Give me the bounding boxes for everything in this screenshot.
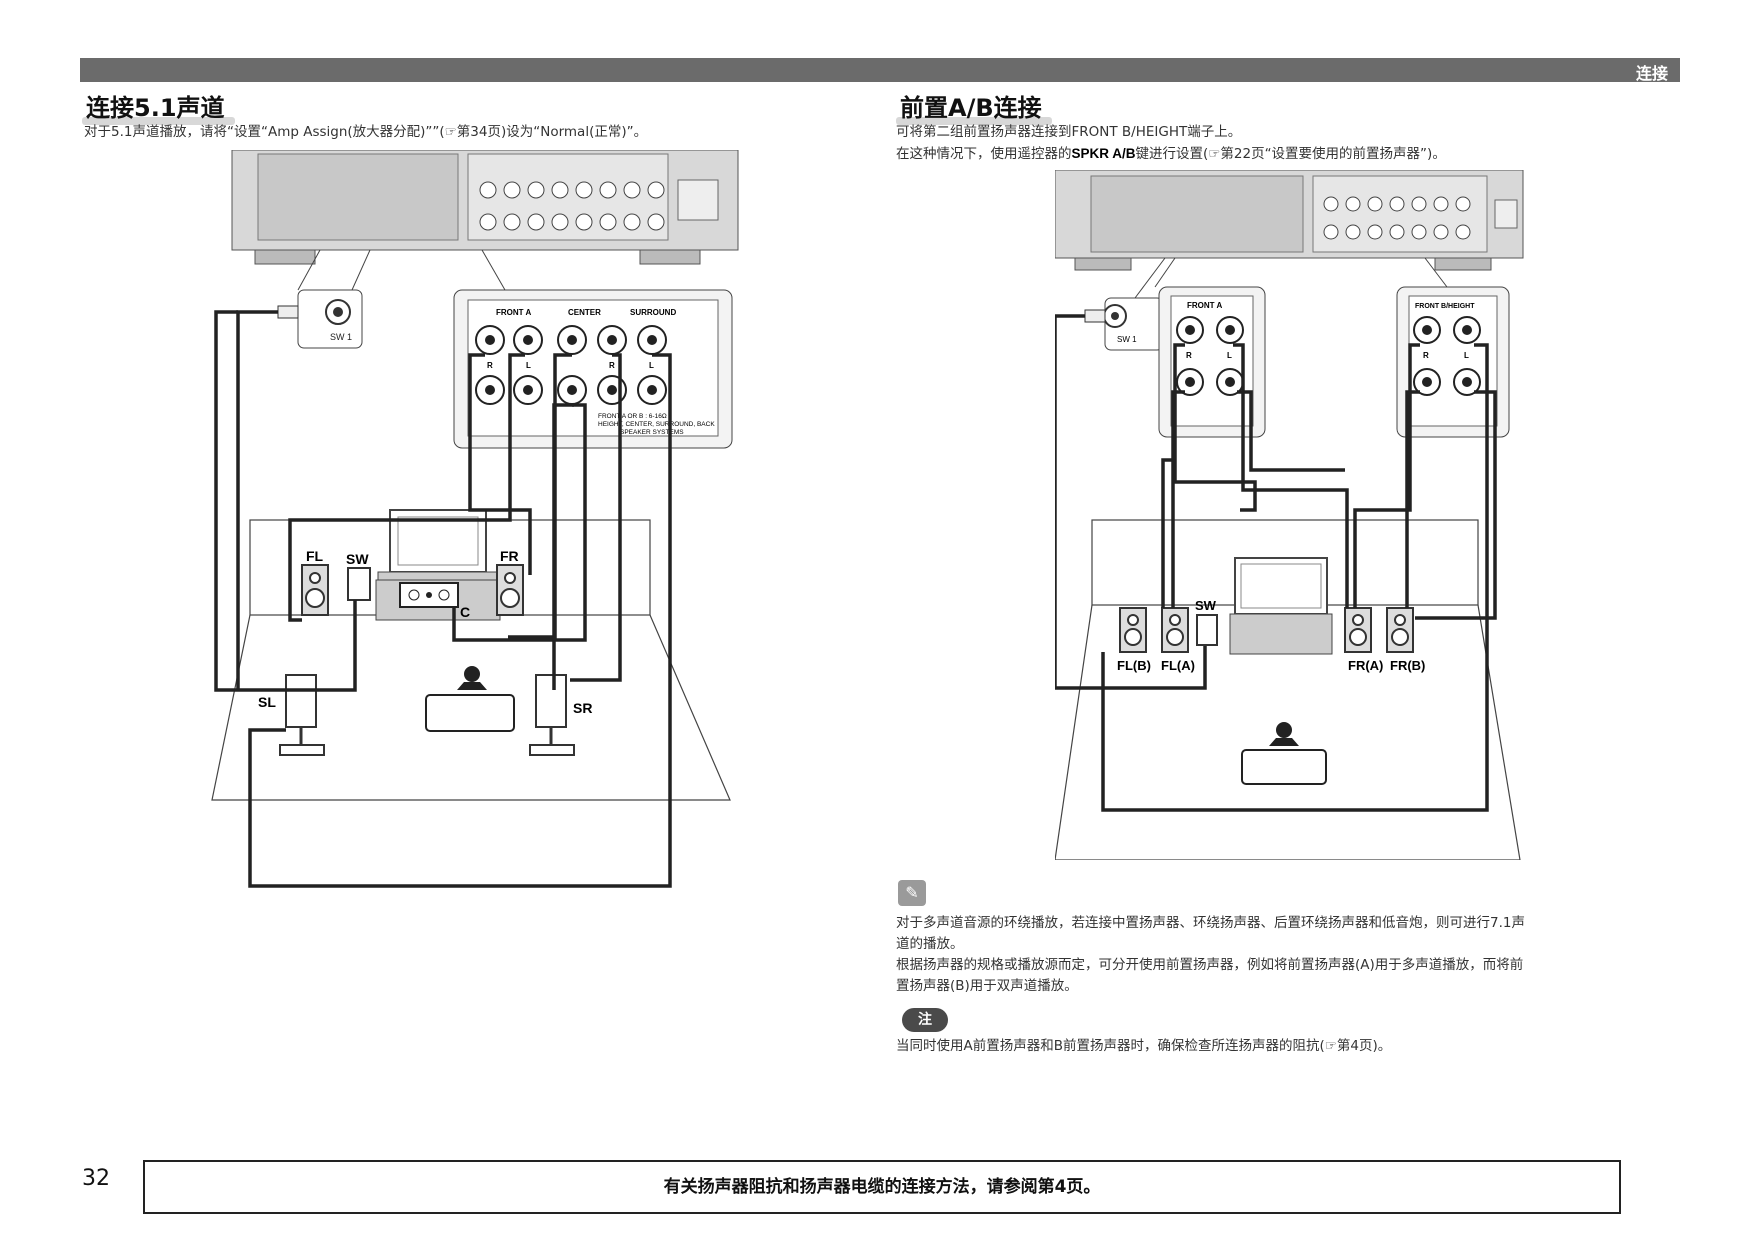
panel-label-front-b-height: FRONT B/HEIGHT (1415, 303, 1475, 310)
front-a-terminal-callout: FRONT A R L (1154, 257, 1266, 438)
right-desc-line-2: 在这种情况下，使用遥控器的SPKR A/B键进行设置(☞第22页“设置要使用的前… (896, 143, 1446, 165)
desc-text-pre: 对于5.1声道播放，请将“设置“Amp Assign(放大器分配)””( (84, 124, 445, 140)
label-sr: SR (573, 700, 592, 716)
subwoofer-jack-callout: SW 1 (1084, 257, 1166, 351)
desc-text-post: 第34页)设为“Normal(正常)”。 (456, 124, 648, 140)
speaker-sw (1196, 614, 1218, 646)
label-sw: SW (346, 551, 369, 567)
desc-line2-pre: 在这种情况下，使用遥控器的 (896, 146, 1072, 162)
panel-label-front-a: FRONT A (496, 308, 531, 317)
panel-l-front: L (526, 361, 531, 370)
caution-text: 当同时使用A前置扬声器和B前置扬声器时，确保检查所连扬声器的阻抗(☞第4页)。 (896, 1038, 1392, 1054)
speaker-cables (1055, 314, 1497, 812)
right-desc-line-1: 可将第二组前置扬声器连接到FRONT B/HEIGHT端子上。 (896, 124, 1242, 140)
pencil-icon: ✎ (898, 880, 926, 906)
label-fr: FR (500, 548, 519, 564)
speaker-fr-b (1386, 607, 1414, 653)
label-fr-b: FR(B) (1390, 658, 1425, 673)
spkr-ab-key-label: SPKR A/B (1071, 146, 1136, 161)
label-fl: FL (306, 548, 324, 564)
front-b-height-terminal-callout: FRONT B/HEIGHT R L (1396, 257, 1510, 438)
speaker-terminal-callout: FRONT A CENTER SURROUND R L R L FRONT A … (453, 249, 733, 449)
sw-jack-label: SW 1 (330, 332, 352, 342)
left-connection-diagram: SW 1 FRONT A CENTER SURROUND R L R L FRO… (211, 150, 739, 888)
desc-line2-post: 键进行设置(☞第22页“设置要使用的前置扬声器”)。 (1135, 146, 1446, 162)
header-bar: 连接 (80, 58, 1680, 83)
note-paragraph: 对于多声道音源的环绕播放，若连接中置扬声器、环绕扬声器、后置环绕扬声器和低音炮，… (896, 913, 1686, 997)
receiver-rear-panel (1055, 170, 1524, 271)
receiver-rear-panel (231, 150, 739, 265)
label-fl-b: FL(B) (1117, 658, 1151, 673)
sw-jack-label: SW 1 (1117, 335, 1137, 344)
note-line-1: 对于多声道音源的环绕播放，若连接中置扬声器、环绕扬声器、后置环绕扬声器和低音炮，… (896, 915, 1525, 931)
page-number: 32 (82, 1166, 110, 1191)
panel-a-r: R (1186, 351, 1192, 360)
label-sl: SL (258, 694, 276, 710)
section-label: 连接 (1635, 64, 1668, 83)
panel-label-center: CENTER (568, 308, 601, 317)
panel-b-r: R (1423, 351, 1429, 360)
footer-reference-note: 有关扬声器阻抗和扬声器电缆的连接方法，请参阅第4页。 (143, 1160, 1621, 1214)
speaker-fl (301, 564, 329, 616)
speaker-cables (214, 310, 672, 888)
label-fr-a: FR(A) (1348, 658, 1383, 673)
note-line-3: 根据扬声器的规格或播放源而定，可分开使用前置扬声器，例如将前置扬声器(A)用于多… (896, 957, 1524, 973)
label-fl-a: FL(A) (1161, 658, 1195, 673)
subwoofer-jack-callout: SW 1 (277, 249, 371, 349)
panel-b-l: L (1464, 351, 1469, 360)
label-c: C (460, 604, 470, 620)
panel-label-front-a: FRONT A (1187, 301, 1222, 310)
hand-pointer-icon: ☞ (444, 124, 457, 140)
panel-l-surround: L (649, 361, 654, 370)
right-section-title: 前置A/B连接 (896, 88, 1052, 125)
panel-r-front: R (487, 361, 493, 370)
panel-a-l: L (1227, 351, 1232, 360)
tv-set (375, 509, 501, 621)
panel-r-surround: R (609, 361, 615, 370)
note-line-2: 道的播放。 (896, 936, 964, 952)
label-sw: SW (1195, 598, 1217, 613)
speaker-fl-b (1119, 607, 1147, 653)
tv-set (1229, 557, 1333, 655)
speaker-fl-a (1161, 607, 1189, 653)
panel-note-1: FRONT A OR B : 6-16Ω (598, 413, 667, 420)
speaker-fr-a (1344, 607, 1372, 653)
speaker-sr (529, 674, 575, 756)
left-section-description: 对于5.1声道播放，请将“设置“Amp Assign(放大器分配)””(☞第34… (84, 122, 647, 143)
listener-seat (425, 666, 515, 732)
right-section-description: 可将第二组前置扬声器连接到FRONT B/HEIGHT端子上。 在这种情况下，使… (896, 122, 1446, 165)
left-section-title: 连接5.1声道 (82, 88, 234, 125)
panel-note-2: HEIGHT, CENTER, SURROUND, BACK (598, 421, 715, 428)
speaker-fr (496, 564, 524, 616)
speaker-sw (347, 567, 371, 601)
caution-badge: 注 (902, 1008, 948, 1032)
listener-seat (1241, 722, 1327, 785)
panel-label-surround: SURROUND (630, 308, 676, 317)
speaker-sl (279, 674, 325, 756)
right-connection-diagram: SW 1 FRONT A R L FRONT B/HEIGHT R L (1055, 170, 1524, 860)
note-line-4: 置扬声器(B)用于双声道播放。 (896, 978, 1078, 994)
panel-note-3: SPEAKER SYSTEMS (620, 429, 684, 436)
